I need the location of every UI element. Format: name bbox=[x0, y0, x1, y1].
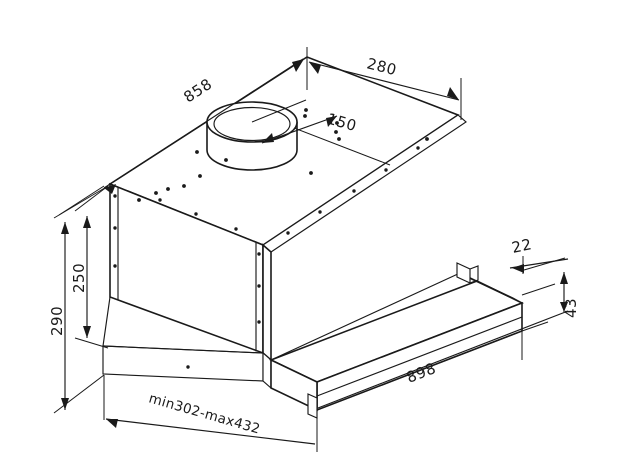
dim-43-ext-bottom bbox=[521, 321, 549, 332]
dim-22-arrow bbox=[512, 264, 524, 273]
panel-left-tab bbox=[307, 393, 318, 419]
dim-150-arrow-left bbox=[262, 133, 274, 143]
dim-290-arrow-top bbox=[61, 222, 69, 234]
dim-range-line bbox=[105, 418, 316, 445]
dim-280-arrow-left bbox=[309, 62, 321, 74]
dim-858-line bbox=[103, 58, 304, 189]
dim-250-label: 250 bbox=[70, 263, 88, 293]
hood-body bbox=[102, 56, 467, 390]
body-lower-rail-left bbox=[102, 345, 264, 382]
dimension-43: 43 bbox=[521, 272, 580, 332]
dim-290-arrow-bottom bbox=[61, 398, 69, 410]
dim-22-ext bbox=[523, 257, 566, 271]
body-lower-rail-left-top bbox=[102, 345, 264, 354]
dim-150-line bbox=[261, 115, 338, 144]
dimension-280: 280 bbox=[306, 47, 462, 120]
dim-range-arrow-left bbox=[106, 419, 118, 428]
slide-out-panel bbox=[268, 262, 524, 419]
dim-858-label: 858 bbox=[180, 75, 215, 107]
dim-280-label: 280 bbox=[365, 54, 399, 79]
dim-43-arrow-bottom bbox=[560, 302, 568, 312]
dimension-250: 250 bbox=[70, 185, 109, 349]
dim-43-ext-top bbox=[521, 283, 556, 296]
duct-collar-inner-rim bbox=[213, 106, 291, 142]
dim-898-line bbox=[317, 310, 569, 409]
dim-150-arrow-right bbox=[326, 116, 337, 127]
dim-290-label: 290 bbox=[48, 306, 66, 336]
top-face-rivets bbox=[137, 108, 429, 202]
panel-rear-bracket bbox=[456, 262, 471, 284]
dim-858-arrow-left bbox=[104, 184, 116, 194]
body-lower-rail-front bbox=[262, 351, 272, 390]
panel-rear-ledge-line bbox=[270, 272, 461, 361]
dim-280-arrow-right bbox=[447, 87, 459, 100]
dim-22-label: 22 bbox=[510, 235, 533, 257]
dim-280-line bbox=[308, 61, 460, 101]
body-front-face bbox=[262, 243, 272, 362]
top-ledge-rivets bbox=[286, 146, 420, 235]
dim-150-ext-a bbox=[251, 99, 307, 123]
dim-250-ext-bottom bbox=[74, 337, 109, 349]
panel-front-groove bbox=[316, 316, 523, 397]
dim-250-arrow-bottom bbox=[83, 326, 91, 338]
body-bottom-left-edge bbox=[102, 296, 111, 347]
panel-rear-bracket-edge bbox=[469, 265, 479, 284]
dim-250-arrow-top bbox=[83, 216, 91, 228]
dim-858-arrow-right bbox=[292, 59, 304, 72]
dimension-22: 22 bbox=[509, 235, 569, 274]
dim-43-arrow-top bbox=[560, 272, 568, 284]
panel-front-bottom-edge bbox=[316, 330, 523, 411]
dim-290-ext-bottom bbox=[53, 374, 105, 414]
dim-290-ext-top bbox=[53, 185, 109, 219]
duct-collar-wall bbox=[206, 121, 298, 171]
dim-250-ext-top bbox=[74, 185, 109, 212]
left-face-rivets bbox=[113, 194, 261, 369]
dimension-290: 290 bbox=[48, 185, 109, 414]
dim-43-label: 43 bbox=[562, 298, 580, 318]
